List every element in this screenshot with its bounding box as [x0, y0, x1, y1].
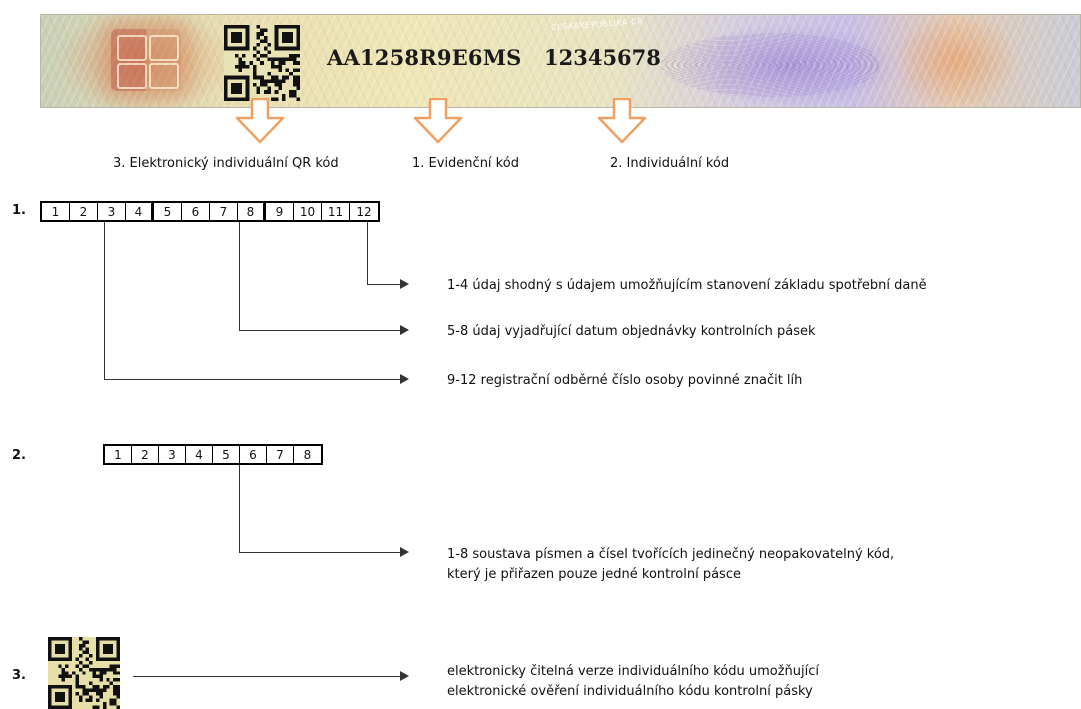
connector-line: [239, 465, 240, 552]
evidence-pointer-arrow-icon: [413, 98, 463, 144]
section-1-number: 1.: [12, 203, 26, 218]
digit-cell: 5: [213, 446, 240, 463]
digit-cell: 8: [303, 447, 312, 462]
connector-line: [239, 330, 400, 331]
arrowhead-icon: [400, 325, 409, 335]
description-1-8: 1-8 soustava písmen a čísel tvořících je…: [447, 545, 894, 585]
qr-code-caption: 3. Elektronický individuální QR kód: [113, 156, 339, 171]
description-1-8-line-2: který je přiřazen pouze jedné kontrolní …: [447, 567, 741, 582]
connector-line: [133, 676, 400, 677]
digit-cell: 2: [132, 446, 159, 463]
stamp-swirl-pattern: [661, 33, 881, 97]
description-9-12: 9-12 registrační odběrné číslo osoby pov…: [447, 373, 803, 388]
digit-cell: 12: [356, 204, 372, 219]
digit-cell: 9: [266, 203, 294, 220]
digit-cell: 3: [98, 203, 126, 220]
description-qr-line-1: elektronicky čitelná verze individuálníh…: [447, 664, 819, 679]
individual-code-text: 12345678: [544, 45, 661, 70]
individual-pointer-arrow-icon: [597, 98, 647, 144]
digit-cell: 11: [322, 203, 350, 220]
digit-cell: 6: [240, 446, 267, 463]
description-qr: elektronicky čitelná verze individuálníh…: [447, 662, 819, 702]
description-5-8: 5-8 údaj vyjadřující datum objednávky ko…: [447, 324, 816, 339]
digit-cell: 5: [154, 203, 182, 220]
digit-cell: 6: [182, 203, 210, 220]
digit-cell: 1: [105, 446, 132, 463]
digit-cell: 8: [238, 203, 266, 220]
section-3-number: 3.: [12, 668, 26, 683]
evidence-code-text: AA1258R9E6MS: [327, 45, 522, 70]
arrowhead-icon: [400, 279, 409, 289]
arrowhead-icon: [400, 374, 409, 384]
connector-line: [239, 552, 400, 553]
digit-cell: 1: [42, 203, 70, 220]
evidence-code-caption: 1. Evidenční kód: [412, 156, 519, 171]
description-1-4: 1-4 údaj shodný s údajem umožňujícím sta…: [447, 278, 927, 293]
state-emblem-icon: [111, 29, 181, 91]
digit-cell: 2: [70, 203, 98, 220]
connector-line: [104, 222, 105, 379]
connector-line: [239, 222, 240, 330]
stamp-guilloche-pattern: [41, 15, 1080, 107]
connector-line: [367, 284, 400, 285]
connector-line: [104, 379, 400, 380]
qr-pointer-arrow-icon: [235, 98, 285, 144]
digit-cell: 4: [126, 203, 154, 220]
digit-cell: 7: [267, 446, 294, 463]
digit-cell: 10: [294, 203, 322, 220]
legend-qr-code-icon: [48, 637, 120, 709]
connector-line: [367, 222, 368, 284]
section-2-number: 2.: [12, 448, 26, 463]
description-qr-line-2: elektronické ověření individuálního kódu…: [447, 684, 813, 699]
individual-code-caption: 2. Individuální kód: [610, 156, 730, 171]
digit-cell: 4: [186, 446, 213, 463]
evidence-code-digit-boxes: 1 2 3 4 5 6 7 8 9 10 11 12: [40, 201, 380, 222]
description-1-8-line-1: 1-8 soustava písmen a čísel tvořících je…: [447, 547, 895, 562]
arrowhead-icon: [400, 547, 409, 557]
digit-cell: 3: [159, 446, 186, 463]
individual-code-digit-boxes: 1 2 3 4 5 6 7 8: [103, 444, 323, 465]
control-stamp-image: CESKAKEPUBLIKA CR AA1258R9E6MS 12345678: [40, 14, 1081, 108]
digit-cell: 7: [210, 203, 238, 220]
stamp-qr-code-icon: [224, 25, 300, 101]
arrowhead-icon: [400, 671, 409, 681]
